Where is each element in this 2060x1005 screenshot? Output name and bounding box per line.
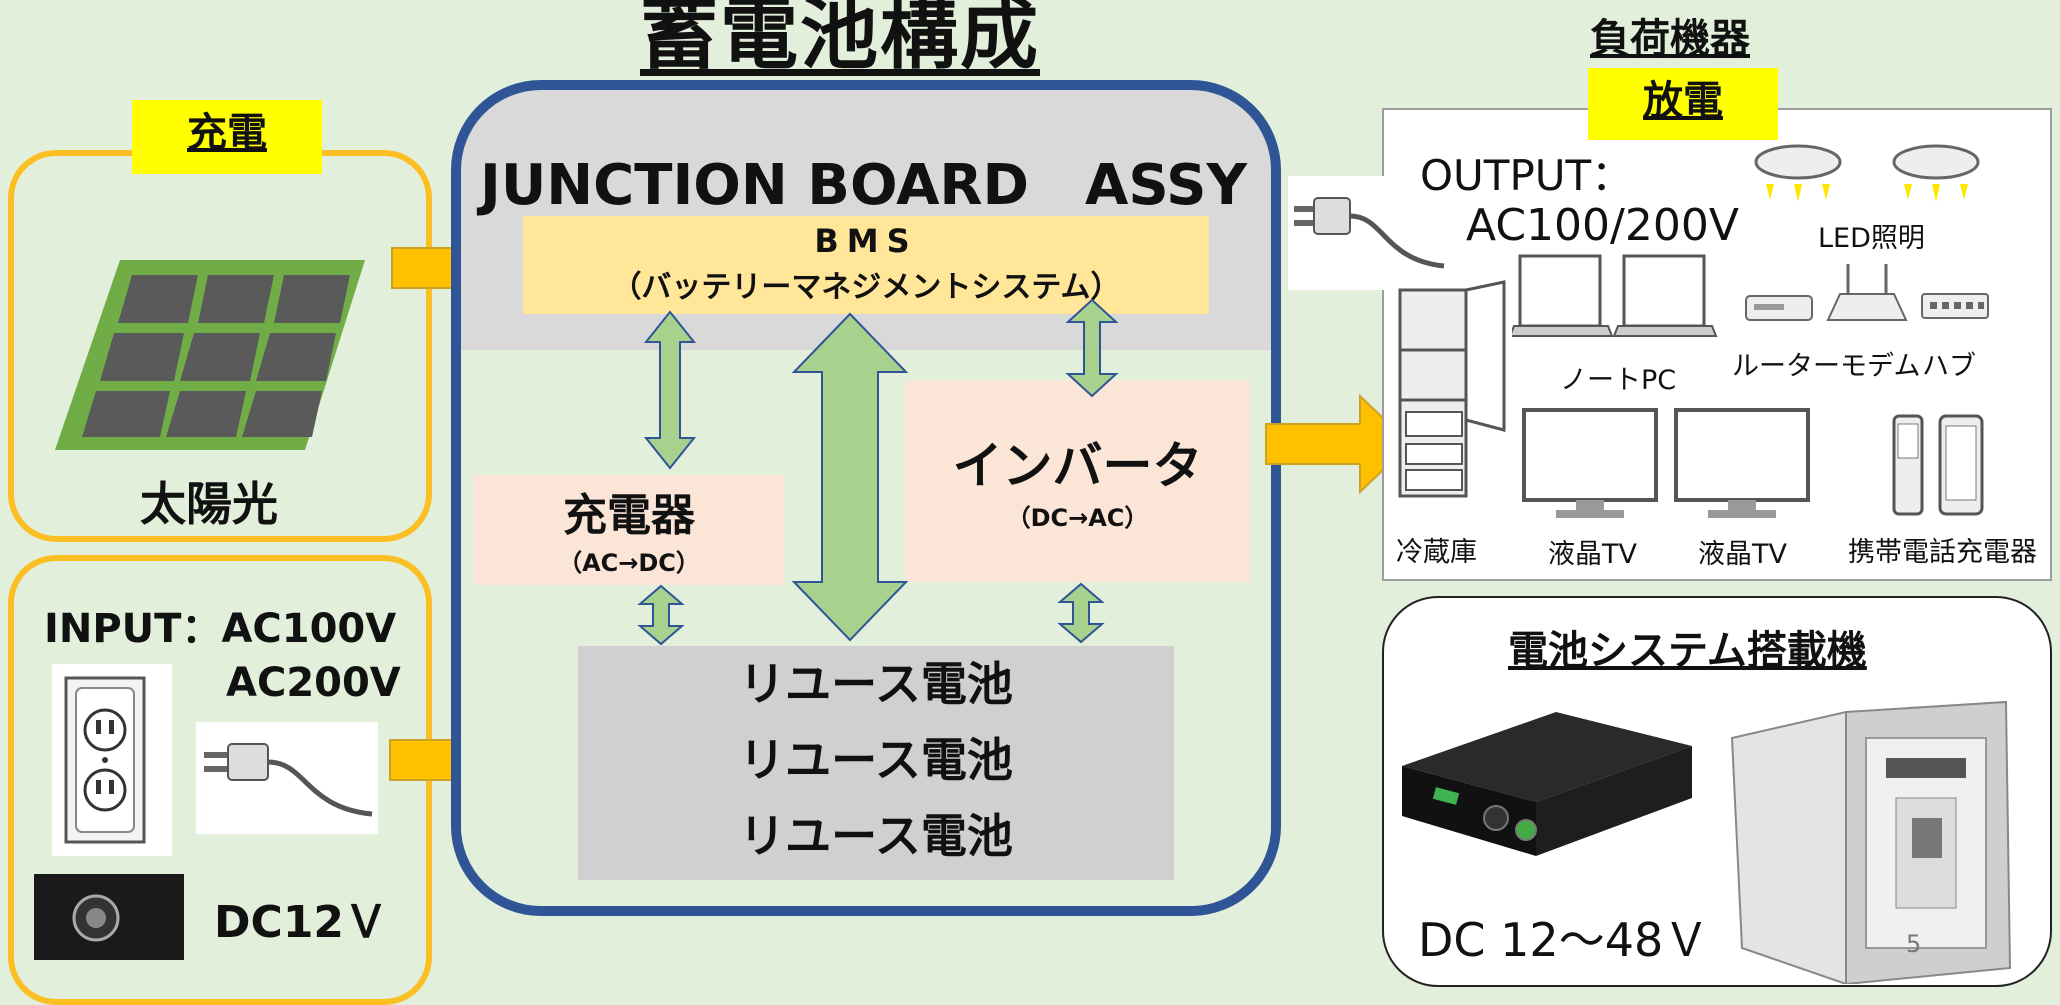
bms-sublabel: （バッテリーマネジメントシステム） [611,270,1121,305]
bms-charger-arrow [643,310,697,470]
bms-inverter-arrow [1065,298,1119,398]
solar-panel-icon [55,260,365,450]
charge-tag: 充電 [132,100,322,174]
output-plug-icon [1288,176,1448,290]
tv-label-2: 液晶TV [1698,539,1787,570]
laptop-icon [1512,254,1718,337]
charger-battery-arrow [637,584,685,646]
inverter-label: インバータ [952,437,1203,495]
input-label-ac200: AC200V [226,660,401,706]
phone-charger-label: 携帯電話充電器 [1848,537,2037,568]
wall-outlet-icon [52,664,172,856]
laptop-label: ノートPC [1560,365,1677,396]
battery-2: リユース電池 [739,733,1013,787]
discharge-tag: 放電 [1588,68,1778,140]
bms-box: BMS （バッテリーマネジメントシステム） [523,216,1209,314]
fridge-icon [1398,280,1506,498]
battery-case-image [1402,712,1692,856]
inverter-sublabel: （DC→AC） [1006,504,1149,532]
load-header: 負荷機器 [1590,16,1750,62]
phone-charger-icon [1892,414,1984,516]
charger-sublabel: （AC→DC） [558,549,700,577]
page-title: 蓄電池構成 [640,0,1041,80]
battery-1: リユース電池 [739,657,1013,711]
outdoor-cabinet-image [1730,700,2012,984]
router-modem-hub-icon [1745,264,1989,321]
system-dc-range: DC 12～48Ｖ [1418,913,1710,967]
solar-label: 太陽光 [140,477,278,531]
dc-port-icon [34,874,184,960]
tv-label-1: 液晶TV [1548,539,1637,570]
tv-icon-1 [1522,408,1658,518]
system-title: 電池システム搭載機 [1508,628,1867,674]
junction-title: JUNCTION BOARD ASSY [480,153,1248,218]
led-label: LED照明 [1818,223,1925,254]
inverter-box: インバータ （DC→AC） [905,380,1250,582]
ac-plug-icon [196,722,378,834]
hub-label: ハブ [1922,351,1976,382]
output-label: OUTPUT： [1420,151,1634,200]
tv-icon-2 [1674,408,1810,518]
bms-battery-arrow [791,312,909,642]
output-voltage: AC100/200V [1466,200,1739,251]
led-light-icon [1754,144,1980,202]
charger-label: 充電器 [563,490,695,541]
input-label: INPUT：AC100V [44,606,397,652]
bms-label: BMS [814,222,918,260]
charger-box: 充電器 （AC→DC） [474,475,784,585]
page-number: 5 [1906,930,1922,958]
battery-3: リユース電池 [739,809,1013,863]
battery-stack: リユース電池 リユース電池 リユース電池 [578,646,1174,880]
inverter-battery-arrow [1057,582,1105,644]
dc12-label: DC12Ｖ [214,897,389,948]
fridge-label: 冷蔵庫 [1396,537,1477,568]
router-label: ルーターモデム [1732,351,1921,382]
